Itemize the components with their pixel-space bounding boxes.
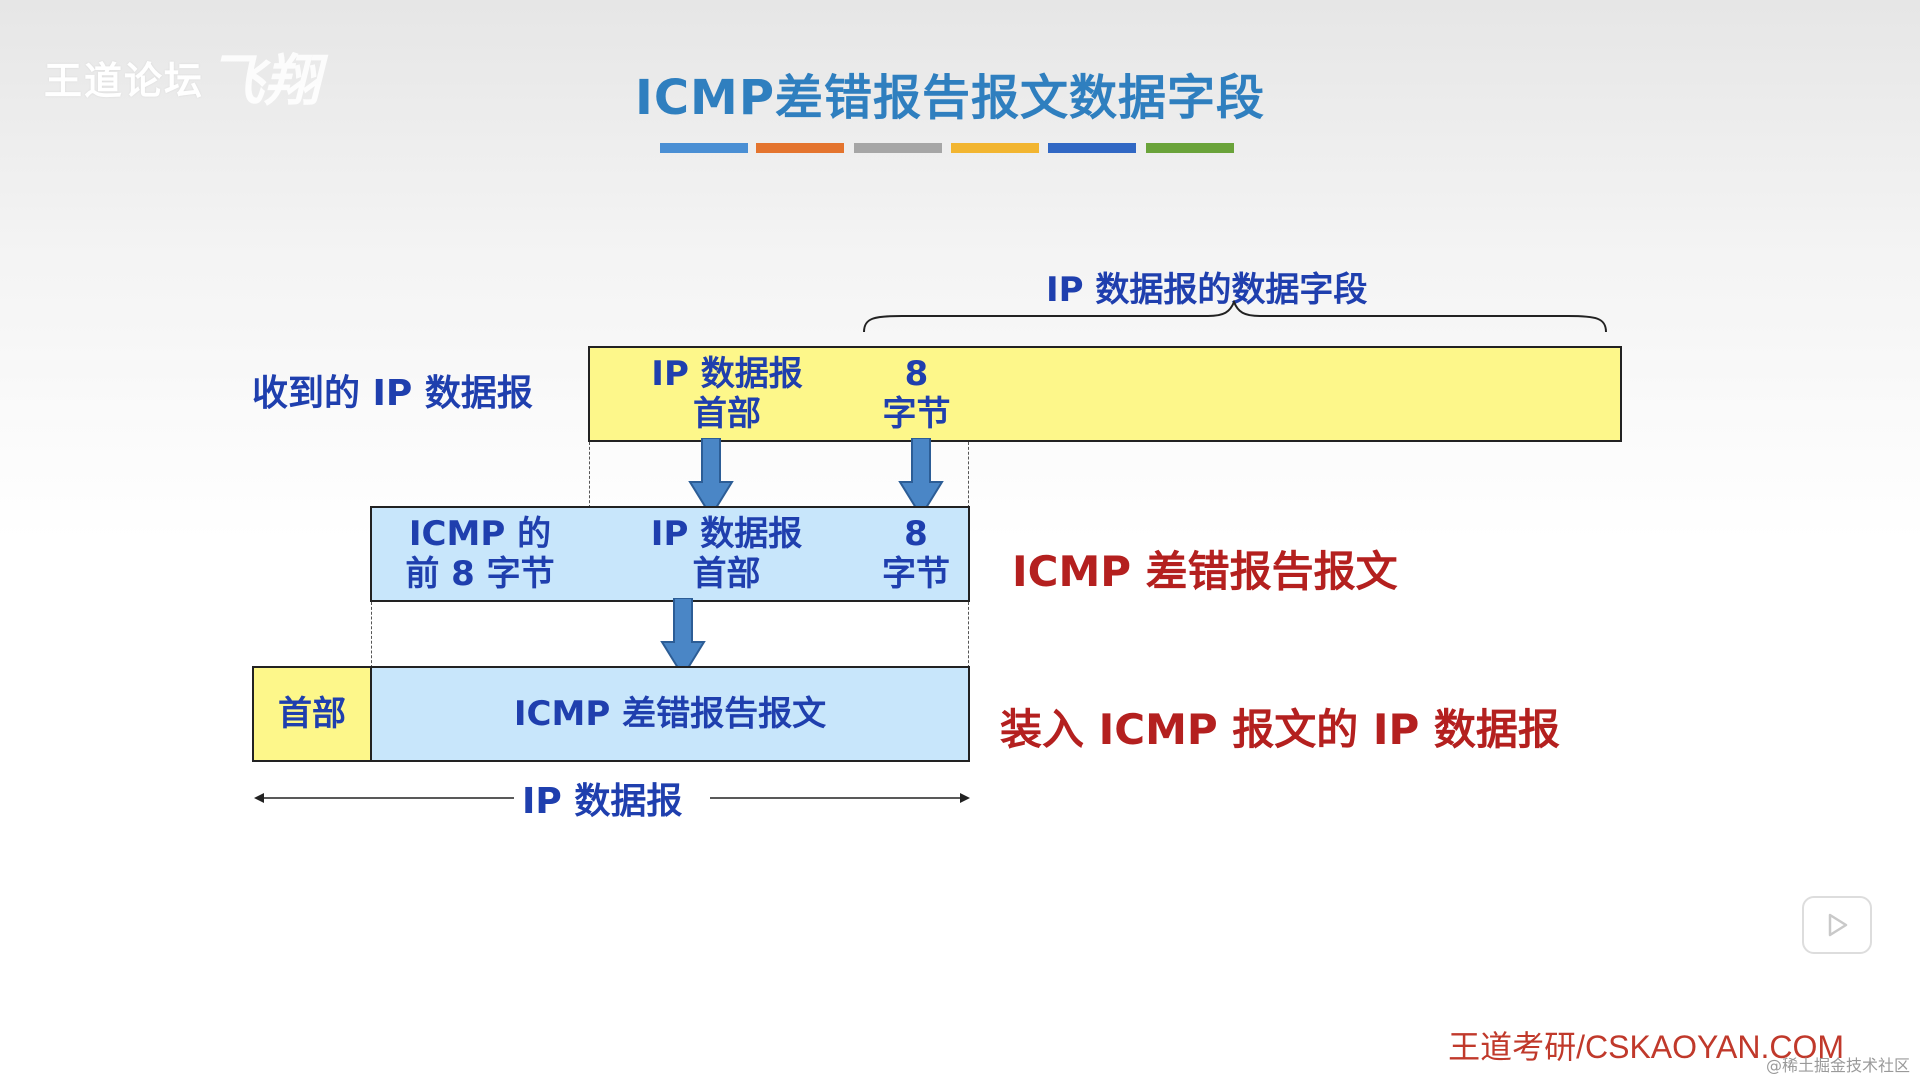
row1-eight-line1: 8 [904, 354, 929, 394]
play-icon [1828, 913, 1848, 937]
down-arrow-icon [688, 438, 734, 518]
span-double-arrow [254, 793, 970, 803]
guide-dash-1 [589, 442, 590, 508]
title-color-bar-2 [756, 143, 844, 153]
row1-ip-header-line2: 首部 [693, 394, 761, 434]
icmp-error-message-label: ICMP 差错报告报文 [1012, 547, 1398, 596]
row2-ip-header-cell: IP 数据报 首部 [588, 506, 866, 602]
guide-dash-2 [968, 442, 969, 508]
row2-icmp-first8-cell: ICMP 的 前 8 字节 [370, 506, 590, 602]
data-field-brace [863, 300, 1607, 333]
received-ip-label: 收到的 IP 数据报 [252, 373, 533, 414]
ip-with-icmp-label: 装入 ICMP 报文的 IP 数据报 [1000, 705, 1560, 754]
logo-mark: 飞翔 [208, 48, 320, 114]
guide-dash-3 [371, 602, 372, 668]
row1-rest-data-cell [968, 346, 1622, 442]
title-color-bar-5 [1048, 143, 1136, 153]
row3-icmp-message-cell: ICMP 差错报告报文 [370, 666, 970, 762]
title-color-bar-6 [1146, 143, 1234, 153]
credit-watermark: @稀土掘金技术社区 [1765, 1056, 1910, 1075]
row1-eight-line2: 字节 [882, 394, 951, 434]
row3-header-cell: 首部 [252, 666, 372, 762]
title-color-bar-3 [854, 143, 942, 153]
down-arrow-icon [898, 438, 944, 518]
play-button[interactable] [1802, 896, 1872, 954]
row1-ip-header-line1: IP 数据报 [651, 354, 803, 394]
row2-eight-line2: 字节 [882, 554, 950, 594]
row1-ip-header-cell: IP 数据报 首部 [588, 346, 866, 442]
row3-icmp-message-text: ICMP 差错报告报文 [513, 694, 827, 734]
row3-header-text: 首部 [278, 694, 346, 734]
site-watermark: 王道考研/CSKAOYAN.COM [1448, 1029, 1844, 1065]
ip-data-field-label: IP 数据报的数据字段 [1046, 270, 1368, 310]
title-color-bar-1 [660, 143, 748, 153]
row1-eight-bytes-cell: 8 字节 [864, 346, 970, 442]
row2-icmp-first-line1: ICMP 的 [408, 514, 552, 554]
row2-eight-line1: 8 [904, 514, 928, 554]
ip-datagram-span-label: IP 数据报 [522, 781, 683, 822]
page-title: ICMP差错报告报文数据字段 [634, 70, 1266, 126]
row2-icmp-first-line2: 前 8 字节 [405, 554, 555, 594]
guide-dash-4 [968, 602, 969, 668]
row2-ip-header-line2: 首部 [692, 554, 761, 594]
row2-eight-bytes-cell: 8 字节 [864, 506, 970, 602]
title-color-bar-4 [951, 143, 1039, 153]
row2-ip-header-line1: IP 数据报 [650, 514, 803, 554]
down-arrow-icon [660, 598, 706, 678]
logo-text: 王道论坛 [44, 59, 205, 103]
